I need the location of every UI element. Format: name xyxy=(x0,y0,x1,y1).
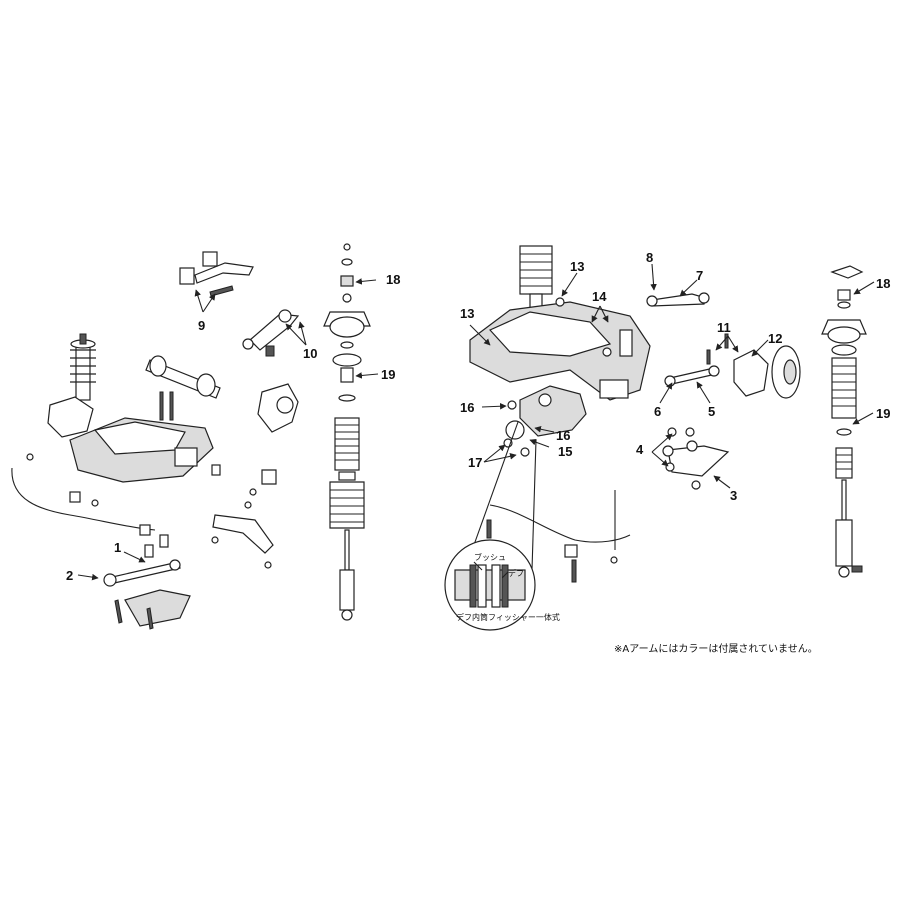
rear-stabilizer-bar xyxy=(489,504,631,543)
front-strut xyxy=(70,333,96,401)
callout-1: 1 xyxy=(114,540,121,555)
callout-2: 2 xyxy=(66,568,73,583)
callout-11: 11 xyxy=(717,320,731,335)
front-drive-shaft xyxy=(145,355,221,399)
rear-lateral-link-5-6 xyxy=(664,365,720,387)
callout-3: 3 xyxy=(730,488,737,503)
leader-lines xyxy=(77,263,875,581)
callout-15: 15 xyxy=(558,444,572,459)
front-hardware xyxy=(26,391,272,630)
callout-6: 6 xyxy=(654,404,661,419)
callout-18-front: 18 xyxy=(386,272,400,287)
front-stabilizer-bar xyxy=(11,467,156,531)
footnote: ※Aアームにはカラーは付属されていません。 xyxy=(614,642,818,655)
callout-19-rear: 19 xyxy=(876,406,890,421)
callout-13-left: 13 xyxy=(460,306,474,321)
front-lower-arm xyxy=(103,534,191,627)
callout-4: 4 xyxy=(636,442,644,457)
callout-8: 8 xyxy=(646,250,653,265)
callout-19-front: 19 xyxy=(381,367,395,382)
callout-9: 9 xyxy=(198,318,205,333)
inset-bush-label: ブッシュ xyxy=(474,552,506,562)
inset-caption: デフ内筒フィッシャー一体式 xyxy=(456,612,560,622)
front-upper-arm-10 xyxy=(242,309,300,357)
front-shock-stack xyxy=(323,243,371,621)
rear-knuckle xyxy=(733,349,769,397)
callout-5: 5 xyxy=(708,404,715,419)
callout-18-rear: 18 xyxy=(876,276,890,291)
callout-12: 12 xyxy=(768,331,782,346)
callout-14: 14 xyxy=(592,289,607,304)
rear-upper-arm-7 xyxy=(646,292,710,307)
rear-shock-stack xyxy=(821,265,867,578)
differential-bush-inset: ブッシュ デフ デフ内筒フィッシャー一体式 xyxy=(444,421,560,631)
callout-numbers: 1 2 3 4 5 6 7 8 9 10 11 12 13 13 14 15 1… xyxy=(66,250,890,583)
front-knuckle xyxy=(47,396,94,438)
front-tension-rod xyxy=(212,514,274,554)
front-suspension-assembly xyxy=(11,251,300,630)
callout-7: 7 xyxy=(696,268,703,283)
callout-13-top: 13 xyxy=(570,259,584,274)
rear-suspension-assembly xyxy=(469,245,801,583)
inset-diff-label: デフ xyxy=(508,568,524,578)
callout-17: 17 xyxy=(468,455,482,470)
callout-16-left: 16 xyxy=(460,400,474,415)
rear-lower-a-arm xyxy=(667,445,730,477)
callout-16-right: 16 xyxy=(556,428,570,443)
callout-10: 10 xyxy=(303,346,317,361)
front-upper-arm-9 xyxy=(179,251,254,297)
rear-differential xyxy=(505,385,587,440)
